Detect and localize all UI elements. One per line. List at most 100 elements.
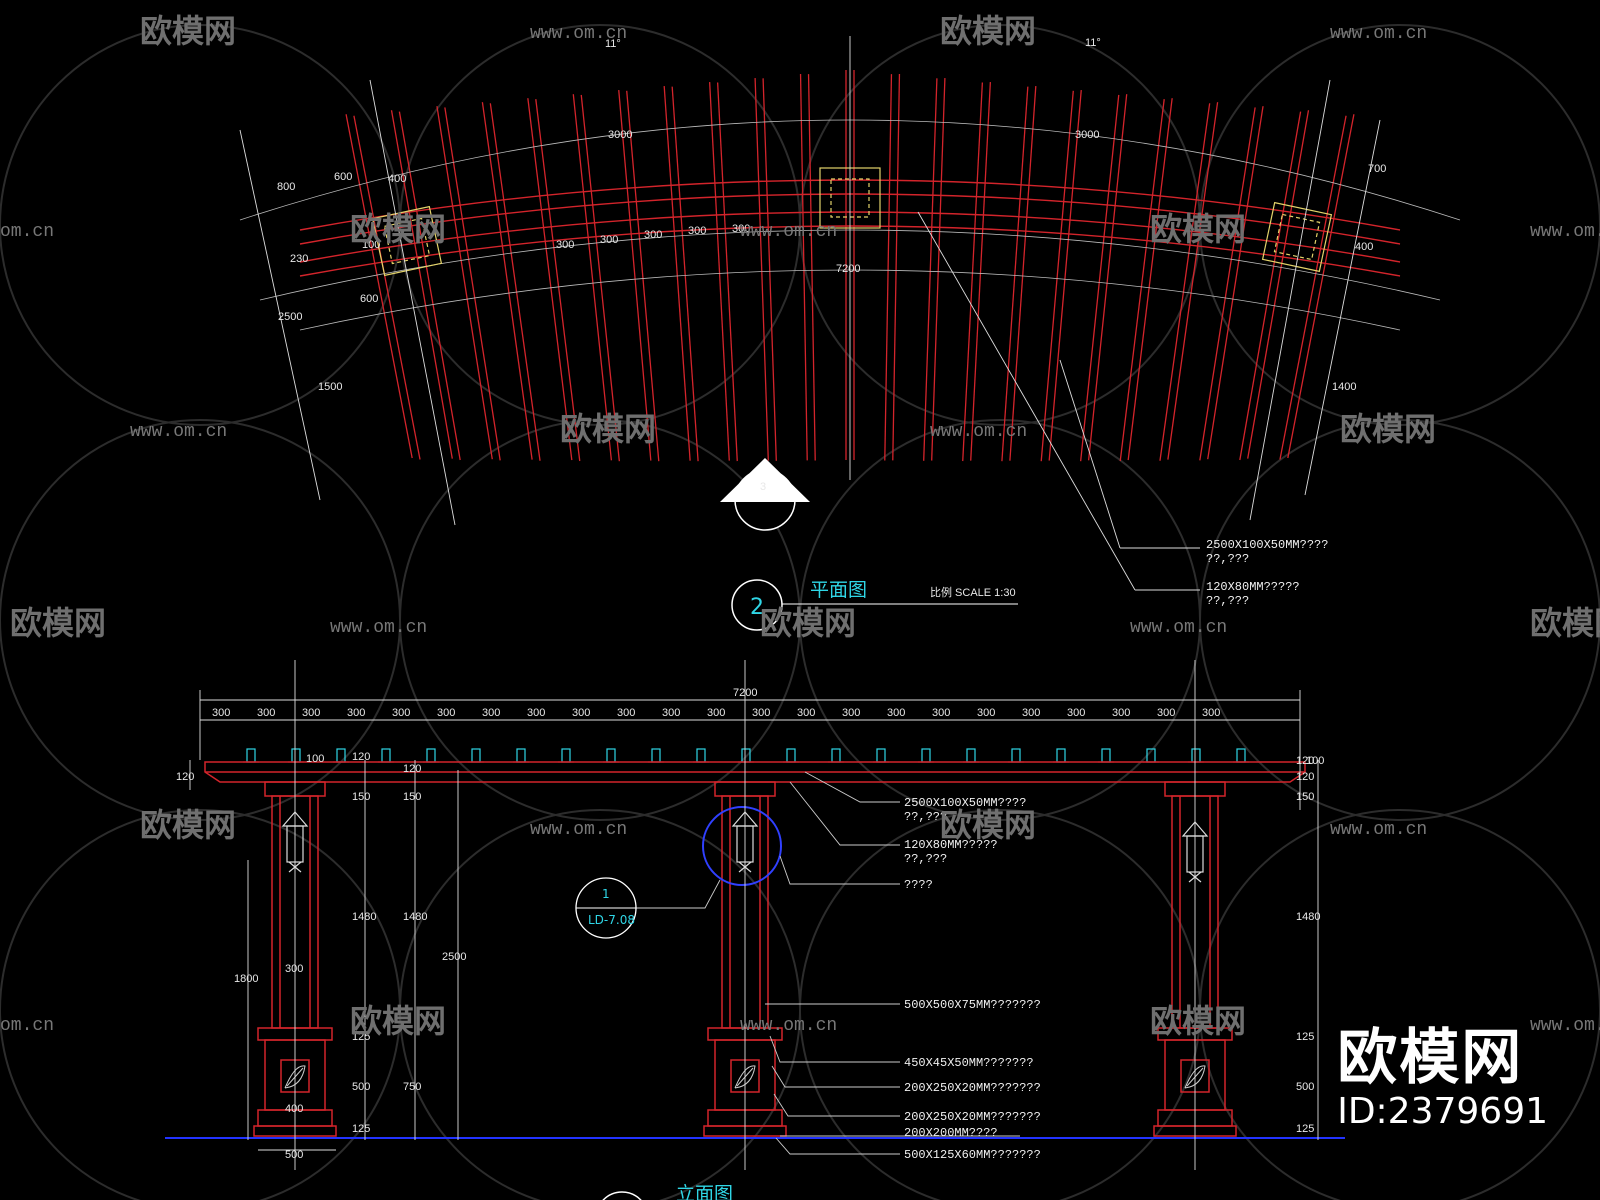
plan-rafter-slat (345, 114, 421, 460)
plan-rafter-slat (390, 110, 461, 461)
rafter-end (513, 748, 529, 763)
elevation-spacing-label: 300 (932, 707, 950, 719)
watermark-logo: 欧模网 (350, 1002, 446, 1040)
detail-reference-marker: 1 LD-7.08 (575, 877, 637, 939)
elev-callout-2-line2: ??,??? (904, 852, 947, 866)
rafter-end (1008, 748, 1024, 763)
detail-ref-number: 1 (602, 887, 610, 901)
plan-rafter-slat (436, 106, 501, 461)
watermark-url: om.cn (0, 1016, 54, 1036)
elevation-spacing-label: 300 (347, 707, 365, 719)
plan-arc-center: 7200 (836, 263, 860, 275)
plan-rafter-slat (1040, 90, 1082, 462)
elevation-spacing-label: 300 (977, 707, 995, 719)
plan-callout-1-line2: ??,??? (1206, 552, 1249, 566)
elevation-spacing-label: 300 (392, 707, 410, 719)
brand-logo: 欧模网 (1337, 1023, 1524, 1093)
watermark-url: www.om.cn (740, 222, 837, 242)
brand-badge: 欧模网 ID:2379691 (1337, 1026, 1548, 1134)
plan-left-8: 1500 (318, 381, 342, 393)
rafter-end (288, 748, 304, 763)
plan-rafter-slat (845, 70, 855, 460)
elevation-title-partial: 立面图 (602, 1183, 733, 1200)
elev-plinth-width: 500 (285, 1149, 303, 1161)
watermark-url: om.cn (0, 222, 54, 242)
north-marker-label: 3 (760, 481, 766, 493)
plan-rafter-slat (962, 82, 992, 462)
elev-callout-1-line1: 2500X100X50MM???? (904, 796, 1026, 810)
watermark-url: www.om.cn (1530, 1016, 1600, 1036)
watermark-logo: 欧模网 (1150, 1002, 1246, 1040)
plan-left-3: 400 (388, 173, 406, 185)
plan-spacing-2: 300 (600, 234, 618, 246)
plan-rafter-slat (572, 94, 620, 462)
elev-callout-7: 200X250X20MM??????? (904, 1110, 1041, 1124)
elev-left-h-4: 150 (352, 791, 370, 803)
plan-right-2: 400 (1355, 241, 1373, 253)
model-id: ID:2379691 (1337, 1091, 1548, 1132)
elev-left-h-10: 1800 (234, 973, 258, 985)
watermark-url: www.om.cn (530, 24, 627, 44)
plan-rafter-slat (527, 98, 581, 462)
elev-left-h-7: 1480 (352, 911, 376, 923)
watermark-logo: 欧模网 (140, 806, 236, 844)
elevation-side-dimension-lines (189, 660, 1319, 1170)
plan-rafter-slat (1199, 106, 1264, 461)
elevation-spacing-label: 300 (752, 707, 770, 719)
elev-right-h-8: 125 (1296, 1123, 1314, 1135)
plan-rafter-slats (345, 70, 1355, 462)
rafter-end (648, 748, 664, 763)
elevation-spacing-label: 300 (482, 707, 500, 719)
elev-callout-4: 500X500X75MM??????? (904, 998, 1041, 1012)
elev-callout-2-line1: 120X80MM????? (904, 838, 998, 852)
plan-callout-1-line1: 2500X100X50MM???? (1206, 538, 1328, 552)
rafter-end (783, 748, 799, 763)
elev-left-h-14: 125 (352, 1123, 370, 1135)
plan-rafter-slat (708, 82, 738, 462)
elev-col-width: 300 (285, 963, 303, 975)
watermark-logo: 欧模网 (760, 604, 856, 642)
rafter-end (693, 748, 709, 763)
elevation-spacing-label: 300 (572, 707, 590, 719)
elev-callout-8: 200X200MM???? (904, 1126, 998, 1140)
rafter-end (1188, 748, 1204, 763)
elevation-spacing-label: 300 (1022, 707, 1040, 719)
elevation-spacing-label: 300 (797, 707, 815, 719)
plan-left-6: 600 (360, 293, 378, 305)
plan-spacing-1: 300 (556, 239, 574, 251)
elev-left-h-12: 500 (352, 1081, 370, 1093)
elevation-callouts: 2500X100X50MM???? ??,??? 120X80MM????? ?… (904, 796, 1041, 1162)
plan-left-5: 230 (290, 253, 308, 265)
elevation-spacing-label: 300 (527, 707, 545, 719)
plan-left-7: 2500 (278, 311, 302, 323)
plan-rafter-slat (1001, 86, 1037, 462)
plan-arc-left: 3000 (608, 129, 632, 141)
plan-rafter-slat (481, 102, 541, 461)
watermark-url: www.om.cn (1130, 618, 1227, 638)
plan-spacing-3: 300 (644, 229, 662, 241)
elevation-leader-lines (632, 771, 1020, 1155)
plan-left-2: 600 (334, 171, 352, 183)
elevation-height-labels: 120 100 120 150 150 120 1480 1480 2500 1… (176, 751, 1324, 1161)
elev-callout-5: 450X45X50MM??????? (904, 1056, 1034, 1070)
watermark-logo: 欧模网 (10, 604, 106, 642)
plan-title-block: 2 平面图 比例 SCALE 1:30 (731, 579, 1018, 631)
detail-highlight-circle (702, 806, 782, 886)
plan-scale: 比例 SCALE 1:30 (930, 585, 1016, 599)
plan-callout-2-line2: ??,??? (1206, 594, 1249, 608)
plan-dimension-lines (239, 36, 1381, 591)
elevation-spacing-label: 300 (212, 707, 230, 719)
plan-rafter-slat (1159, 102, 1219, 461)
elevation-spacing-label: 300 (257, 707, 275, 719)
elev-callout-3: ???? (904, 878, 933, 892)
watermark-url: www.om.cn (1530, 222, 1600, 242)
plan-callouts: 2500X100X50MM???? ??,??? 120X80MM????? ?… (1206, 538, 1328, 608)
plan-left-4: 100 (362, 239, 380, 251)
plan-angle-right: 11° (1085, 37, 1101, 49)
plan-title: 平面图 (810, 579, 867, 601)
elev-right-h-1: 120 (1296, 755, 1314, 767)
rafter-end (918, 748, 934, 763)
elev-right-h-3: 120 (1296, 771, 1314, 783)
